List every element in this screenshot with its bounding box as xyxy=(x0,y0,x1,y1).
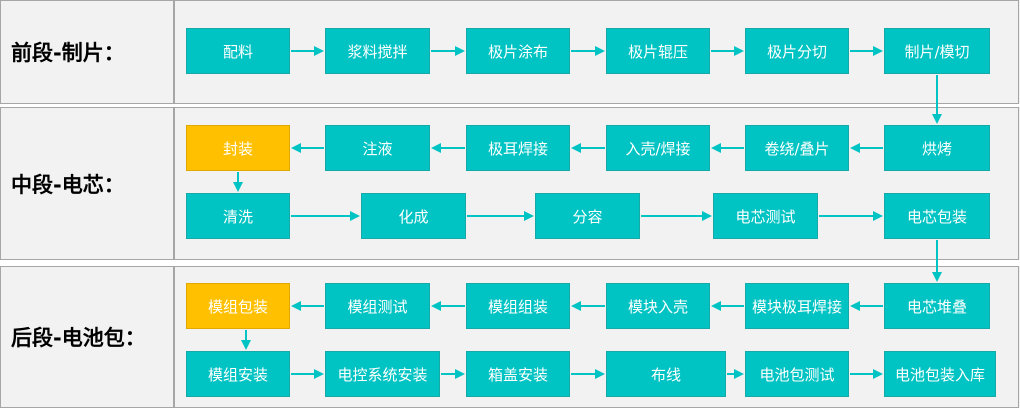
process-node-cell-stacking: 电芯堆叠 xyxy=(884,283,990,329)
stage-front-label: 前段-制片： xyxy=(0,0,174,104)
process-node-wiring: 布线 xyxy=(606,351,726,397)
process-node-module-tab-welding: 模块极耳焊接 xyxy=(745,283,849,329)
process-node-die-cutting: 制片/模切 xyxy=(884,28,990,74)
process-node-electrolyte-filling: 注液 xyxy=(325,125,430,171)
stage-back-area xyxy=(174,266,1019,408)
process-node-module-assembly: 模组组装 xyxy=(466,283,570,329)
process-node-module-packaging: 模组包装 xyxy=(186,283,290,329)
process-node-lid-installation: 箱盖安装 xyxy=(466,351,570,397)
process-node-electrode-slitting: 极片分切 xyxy=(745,28,849,74)
process-node-module-testing: 模组测试 xyxy=(325,283,430,329)
process-node-pack-warehousing: 电池包装入库 xyxy=(884,351,996,397)
process-node-module-casing: 模块入壳 xyxy=(606,283,710,329)
process-node-cell-packaging: 电芯包装 xyxy=(884,193,990,239)
process-node-winding-stacking: 卷绕/叠片 xyxy=(745,125,849,171)
process-node-cleaning: 清洗 xyxy=(186,193,290,239)
process-node-baking: 烘烤 xyxy=(884,125,990,171)
process-node-module-installation: 模组安装 xyxy=(186,351,290,397)
process-node-electrode-coating: 极片涂布 xyxy=(466,28,570,74)
process-node-cell-testing: 电芯测试 xyxy=(713,193,818,239)
process-node-bms-installation: 电控系统安装 xyxy=(325,351,440,397)
process-node-pack-testing: 电池包测试 xyxy=(745,351,849,397)
process-node-electrode-rolling: 极片辊压 xyxy=(606,28,710,74)
process-node-tab-welding: 极耳焊接 xyxy=(466,125,570,171)
process-node-slurry-mixing: 浆料搅拌 xyxy=(325,28,430,74)
stage-back-label: 后段-电池包： xyxy=(0,266,174,408)
process-node-casing-welding: 入壳/焊接 xyxy=(606,125,710,171)
process-node-formation: 化成 xyxy=(361,193,466,239)
process-node-sealing: 封装 xyxy=(186,125,290,171)
process-node-grading: 分容 xyxy=(535,193,640,239)
stage-middle-label: 中段-电芯： xyxy=(0,107,174,260)
process-node-batching: 配料 xyxy=(186,28,290,74)
